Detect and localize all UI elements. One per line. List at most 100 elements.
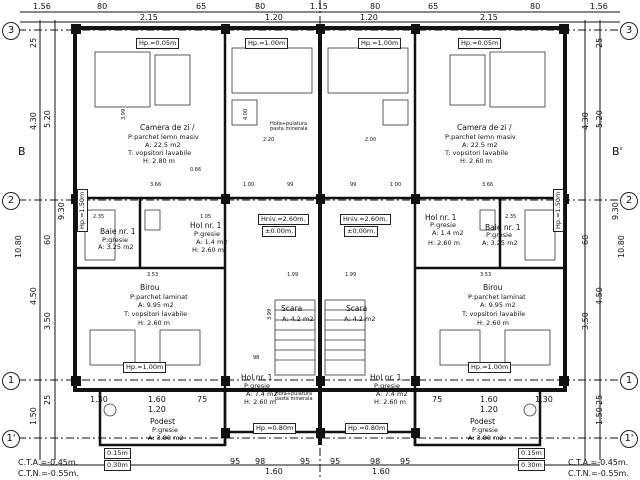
holb-right-name: Hol nr. 1 — [370, 373, 402, 382]
dim-bottom-6: 98 — [370, 457, 381, 466]
camera-left-area: A: 22.5 m2 — [145, 141, 181, 149]
axis-1-right: 1 — [620, 372, 638, 390]
dim-inner-8: 99 — [287, 182, 294, 188]
camera-right-name: Camera de zi / — [457, 123, 512, 132]
level-zero-left: ±0.00m. — [262, 226, 297, 237]
ctn-left: C.T.N.=-0.55m. — [18, 469, 79, 478]
ctn-right: C.T.N.=-0.55m. — [568, 469, 629, 478]
axis-1prime-right: 1' — [620, 430, 638, 448]
baie-left-area: A: 3.25 m2 — [98, 243, 134, 251]
axis-b-left: B — [18, 145, 26, 158]
axis-2-right: 2 — [620, 192, 638, 210]
dim-right-7: 4.50 — [595, 287, 604, 305]
dim-top-5: 1.15 — [310, 2, 328, 11]
step-030-left: 0.30m — [104, 460, 131, 471]
parapet-hol-right: Hp.=0.80m — [345, 423, 389, 434]
baie-right-name: Baie nr. 1 — [485, 223, 521, 232]
dim-inner-3: 2.20 — [263, 137, 275, 143]
dim-inner-14: 1.05 — [200, 214, 212, 220]
dim-top2-3: 1.20 — [360, 13, 378, 22]
dim-inner-4: 2.00 — [365, 137, 377, 143]
dim-bottom-8: 95 — [400, 457, 411, 466]
axis-1prime-left: 1' — [2, 430, 20, 448]
birou-right-area: A: 9.95 m2 — [480, 301, 516, 309]
hol1-right-floor: P:gresie — [430, 221, 456, 229]
camera-right-walls: T: vopsitori lavabile — [445, 149, 509, 157]
dim-top2-2: 1.20 — [265, 13, 283, 22]
dim-top2-4: 2.15 — [480, 13, 498, 22]
dim-inner-1: 3.99 — [121, 108, 127, 120]
hol1-right-name: Hol nr. 1 — [425, 213, 457, 222]
parapet-kitchen-right: Hp.=1.00m — [358, 38, 402, 49]
dim-top-8: 80 — [530, 2, 541, 11]
holb-left-name: Hol nr. 1 — [241, 373, 273, 382]
dim-inner-2: 4.00 — [243, 108, 249, 120]
birou-left-walls: T: vopsitori lavabile — [124, 310, 188, 318]
dim-top2-1: 2.15 — [140, 13, 158, 22]
dim-left-3: 5.20 — [43, 110, 52, 128]
dim-bottom-14: 1.60 — [480, 395, 498, 404]
scara-right-name: Scara — [346, 304, 368, 313]
step-015-right: 0.15m — [518, 448, 545, 459]
scara-right-area: A: 4.2 m2 — [344, 315, 376, 323]
note-hota-left: Hota+pulatura pasta minerala — [270, 121, 308, 132]
dim-top-9: 1.56 — [590, 2, 608, 11]
dim-left-6: 60 — [43, 234, 52, 245]
dim-bottom-7: 1.60 — [372, 467, 390, 476]
dim-left-9: 25 — [43, 394, 52, 405]
camera-right-height: H: 2.60 m — [460, 157, 493, 165]
dim-inner-16: 1.00 — [390, 182, 402, 188]
hol1-left-floor: P:gresie — [194, 230, 220, 238]
dim-right-6: 60 — [581, 234, 590, 245]
dim-bottom-4: 95 — [300, 457, 311, 466]
axis-b-right: B' — [612, 145, 623, 158]
birou-right-walls: T: vopsitori lavabile — [462, 310, 526, 318]
dim-bottom-16: 75 — [432, 395, 443, 404]
birou-left-area: A: 9.95 m2 — [138, 301, 174, 309]
hol1-left-height: H: 2.60 m — [192, 246, 225, 254]
cta-right: C.T.A.=-0.45m. — [568, 458, 629, 467]
dim-left-5: 10.80 — [14, 235, 23, 258]
holb-left-height: H: 2.60 m — [244, 398, 277, 406]
dim-right-8: 3.50 — [581, 312, 590, 330]
dim-bottom-12: 75 — [197, 395, 208, 404]
holb-right-floor: P:gresie — [374, 382, 400, 390]
camera-left-name: Camera de zi / — [140, 123, 195, 132]
dim-right-5: 10.80 — [617, 235, 626, 258]
step-030-right: 0.30m — [518, 460, 545, 471]
dim-inner-19: 3.53 — [480, 272, 492, 278]
podest-right-floor: P:gresie — [472, 426, 498, 434]
dim-left-7: 4.50 — [29, 287, 38, 305]
note-hota-right: Hota+pulatura pasta minerala — [275, 391, 313, 402]
cta-left: C.T.A.=-0.45m. — [18, 458, 79, 467]
birou-right-floor: P:parchet laminat — [468, 293, 526, 301]
holb-left-area: A: 7.4 m2 — [246, 390, 278, 398]
holb-right-area: A: 7.4 m2 — [376, 390, 408, 398]
holb-right-height: H: 2.60 m — [374, 398, 407, 406]
dim-bottom-3: 1.60 — [265, 467, 283, 476]
dim-right-4: 9.30 — [611, 202, 620, 220]
dim-bottom-10: 1.60 — [148, 395, 166, 404]
dim-bottom-1: 95 — [230, 457, 241, 466]
parapet-birou-left: Hp.=1.00m — [123, 362, 167, 373]
dim-inner-20: 2.35 — [505, 214, 517, 220]
dim-right-2: 4.30 — [581, 112, 590, 130]
parapet-baie-right: Hp.=1.50m — [553, 188, 564, 232]
dim-left-2: 4.30 — [29, 112, 38, 130]
dim-inner-12: 98 — [253, 355, 260, 361]
dim-inner-10: 3.53 — [147, 272, 159, 278]
dim-top-2: 80 — [97, 2, 108, 11]
dim-inner-13: 2.35 — [93, 214, 105, 220]
birou-right-height: H: 2.60 m — [477, 319, 510, 327]
level-zero-right: ±0.00m. — [344, 226, 379, 237]
birou-left-name: Birou — [140, 283, 160, 292]
podest-left-floor: P:gresie — [152, 426, 178, 434]
dim-left-1: 25 — [29, 37, 38, 48]
dim-inner-9: 1.99 — [287, 272, 299, 278]
level-hniv-left: Hniv.=2.60m. — [258, 214, 309, 225]
dim-inner-18: 1.99 — [345, 272, 357, 278]
dim-bottom-9: 1.30 — [90, 395, 108, 404]
dim-bottom-13: 1.30 — [535, 395, 553, 404]
podest-left-name: Podest — [150, 417, 176, 426]
